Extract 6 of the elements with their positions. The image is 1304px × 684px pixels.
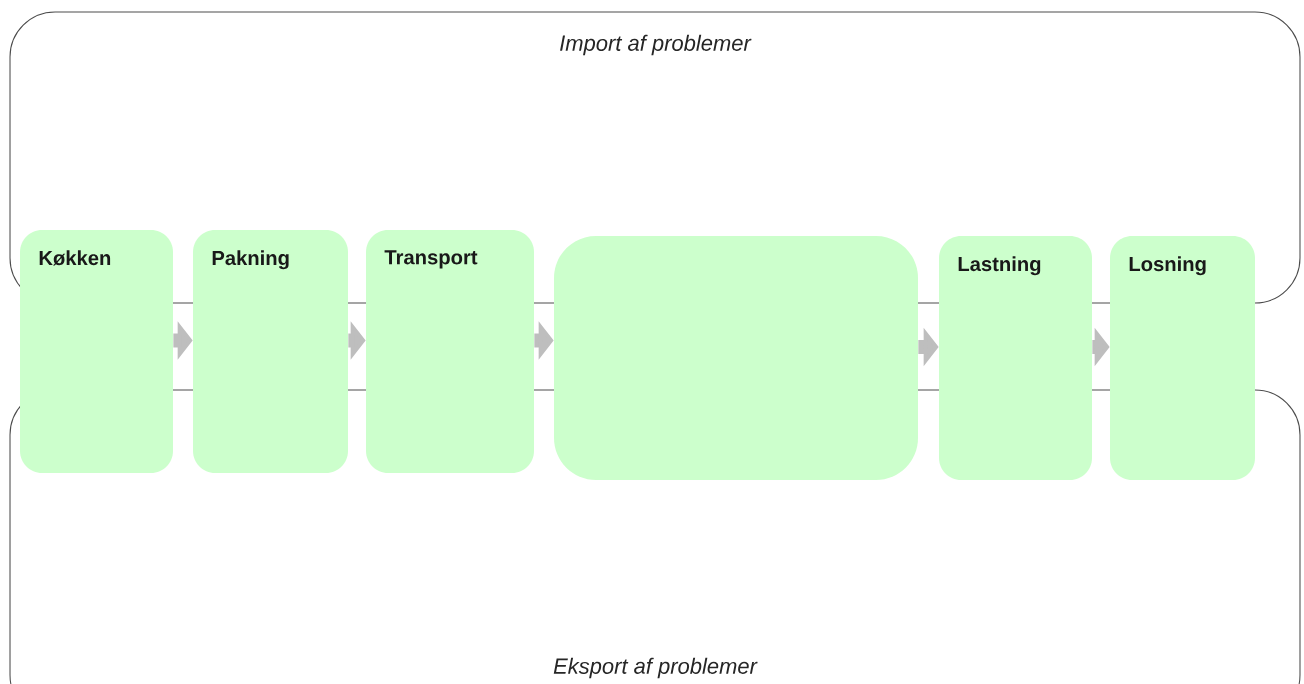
process-box: Lastning (939, 236, 1092, 480)
process-box: Transport (366, 230, 534, 473)
process-box: Pakning (193, 230, 348, 473)
process-box: Losning (1110, 236, 1255, 480)
process-box: Køkken (20, 230, 173, 473)
process-box (554, 236, 918, 480)
